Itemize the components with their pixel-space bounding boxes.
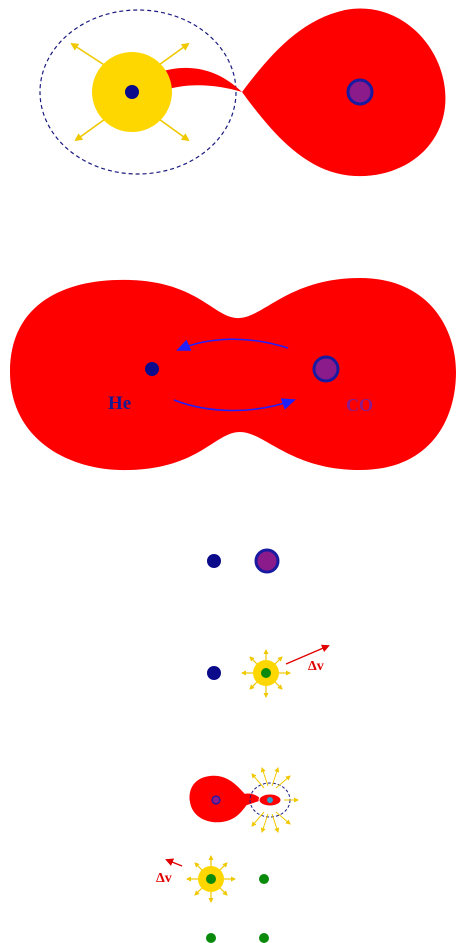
companion-neutron-star: [259, 874, 269, 884]
label-co: CO: [346, 395, 373, 415]
donor-core: [211, 795, 221, 805]
accreting-neutron-star: [267, 797, 273, 803]
helium-core: [145, 362, 159, 376]
kick-velocity-arrow: [165, 858, 183, 867]
stage-5-accretion: [189, 767, 299, 833]
kick-velocity-arrow: [285, 644, 330, 665]
co-white-dwarf: [254, 548, 280, 574]
stage-3-detached-binary: [207, 548, 280, 574]
label-delta-v: Δv: [308, 659, 324, 674]
mass-transfer-stream: [160, 67, 242, 92]
neutron-star: [261, 668, 271, 678]
red-giant-envelope: [242, 8, 446, 177]
co-white-dwarf: [346, 78, 374, 106]
helium-white-dwarf: [207, 554, 221, 568]
neutron-star-a: [206, 933, 216, 943]
jet-arrows: [251, 767, 299, 833]
roche-lobe-dashed-outline: [39, 9, 237, 175]
orbit-arrow-lower: [173, 398, 296, 412]
common-envelope: [10, 278, 456, 471]
co-white-dwarf: [312, 355, 340, 383]
stage-1-roche-overflow: [39, 8, 446, 177]
orbit-arrow-upper: [176, 338, 289, 351]
white-dwarf-core: [125, 85, 139, 99]
label-delta-v: Δv: [156, 871, 172, 886]
stage-4-supernova-kick: Δv: [207, 644, 330, 698]
wind-arrows: [186, 855, 236, 903]
white-dwarf: [207, 666, 221, 680]
label-he: He: [108, 393, 131, 414]
accretion-stream: [244, 793, 262, 806]
neutron-star-b: [259, 933, 269, 943]
stage-6-second-kick: Δv: [156, 855, 269, 903]
neutron-star: [206, 874, 216, 884]
stage-7-double-neutron-star: [206, 933, 269, 943]
wind-arrows: [241, 649, 291, 698]
stage-2-common-envelope: He CO: [10, 278, 456, 471]
